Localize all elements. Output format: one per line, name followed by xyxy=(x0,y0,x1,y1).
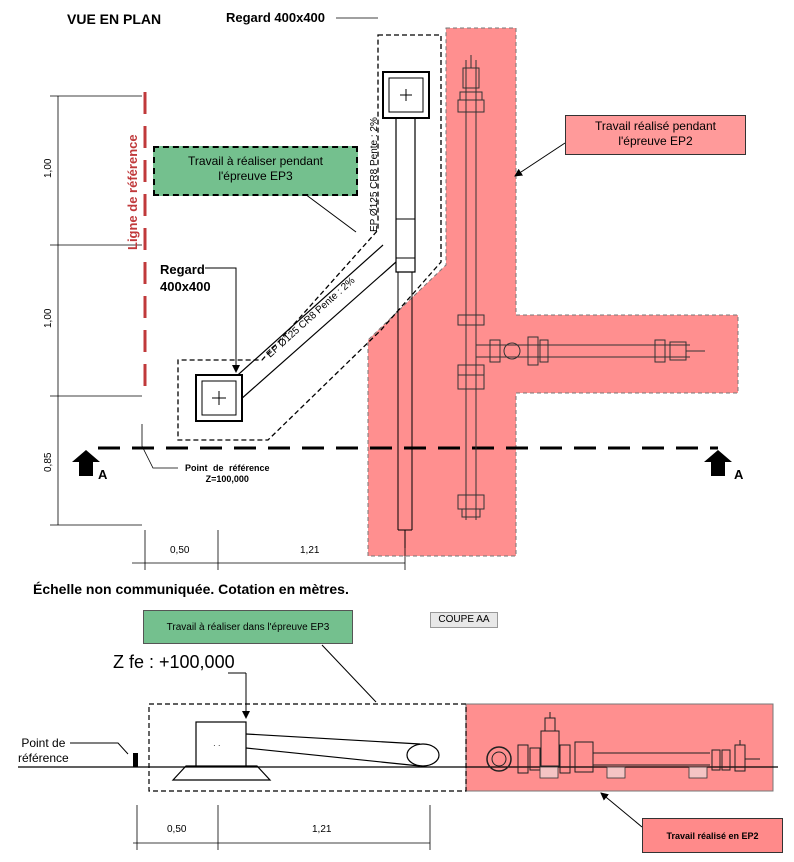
ep2-piping-plan xyxy=(457,55,705,520)
vertical-dimensions xyxy=(50,95,142,526)
section-arrow-right xyxy=(704,450,732,476)
leader-point-ref xyxy=(141,424,178,469)
green-note-plan: Travail à réaliser pendant l'épreuve EP3 xyxy=(153,146,358,196)
svg-text:· ·: · · xyxy=(213,741,221,750)
dim-v1: 1,00 xyxy=(43,158,54,178)
dim-h2-coupe: 1,21 xyxy=(312,824,332,835)
plan-title: VUE EN PLAN xyxy=(67,11,162,27)
point-ref-coupe: Point de référence xyxy=(18,736,69,766)
point-ref-plan-line1: Point de référence xyxy=(185,463,270,473)
coupe-title: COUPE AA xyxy=(430,612,498,628)
leader-green-note xyxy=(304,193,357,233)
pink-note-coupe: Travail réalisé en EP2 xyxy=(642,818,783,853)
green-note-coupe: Travail à réaliser dans l'épreuve EP3 xyxy=(143,610,353,644)
point-ref-coupe-line1: Point de xyxy=(21,736,66,750)
horizontal-dimensions-plan xyxy=(132,530,406,570)
pipe-vertical-label: EP Ø125 CR8 Pente : 2% xyxy=(369,117,380,232)
pink-note-plan: Travail réalisé pendant l'épreuve EP2 xyxy=(565,115,746,155)
regard-top-label: Regard 400x400 xyxy=(226,10,326,25)
ep2-piping-section xyxy=(486,712,760,774)
pipe-diagonal-label: EP Ø125 CR8 Pente : 2% xyxy=(265,275,358,360)
point-ref-plan: Point de référence Z=100,000 xyxy=(185,463,270,485)
leader-coupe-pink xyxy=(600,792,643,828)
pink-note-line1: Travail réalisé pendant xyxy=(595,119,716,133)
scale-note: Échelle non communiquée. Cotation en mèt… xyxy=(33,581,349,597)
dim-h2-plan: 1,21 xyxy=(300,545,320,556)
ep3-zone-coupe xyxy=(148,703,467,792)
regard-left-label-line1: Regard xyxy=(160,262,205,277)
section-arrow-left xyxy=(72,450,100,476)
dim-v3: 0,85 xyxy=(43,452,54,472)
leader-coupe-green xyxy=(321,644,377,703)
green-note-line1: Travail à réaliser pendant xyxy=(188,154,323,168)
regard-section xyxy=(195,721,247,767)
section-label-left: A xyxy=(98,467,108,482)
support-blocks xyxy=(539,766,708,779)
leader-regard-left xyxy=(205,267,240,373)
regard-left-label: Regard 400x400 xyxy=(160,261,211,295)
dim-h1-coupe: 0,50 xyxy=(167,824,187,835)
point-ref-plan-line2: Z=100,000 xyxy=(205,474,249,484)
regard-left-label-line2: 400x400 xyxy=(160,279,211,294)
section-label-right: A xyxy=(734,467,744,482)
point-ref-coupe-line2: référence xyxy=(18,751,69,765)
dim-h1-plan: 0,50 xyxy=(170,545,190,556)
pink-note-line2: l'épreuve EP2 xyxy=(618,134,693,148)
horizontal-dimensions-section xyxy=(133,805,431,850)
leader-pink-note xyxy=(514,142,566,177)
dim-v2: 1,00 xyxy=(43,308,54,328)
z-fe-label: Z fe : +100,000 xyxy=(113,652,235,672)
green-note-line2: l'épreuve EP3 xyxy=(218,169,293,183)
reference-marker-section xyxy=(133,753,138,767)
reference-line-label: Ligne de référence xyxy=(125,134,140,250)
ep3-zone-plan xyxy=(177,34,442,441)
